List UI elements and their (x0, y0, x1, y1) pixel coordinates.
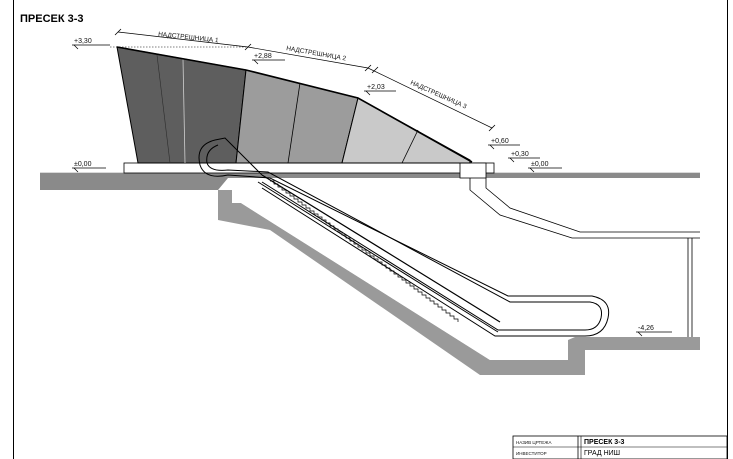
escalator-handrail-inner (206, 144, 602, 331)
level-marker-3-30: +3,30 (72, 38, 246, 50)
escalator-handrail-outer (198, 139, 610, 337)
canopy-2-label: НАДСТРЕШНИЦА 2 (286, 45, 347, 62)
dim-tick (244, 43, 252, 51)
title-block-label: ИНВЕСТИТОР (516, 451, 547, 456)
escalator-steps (270, 180, 459, 322)
svg-text:+2,88: +2,88 (254, 53, 272, 60)
canopy-end-block (459, 162, 487, 179)
stair-cavity (232, 190, 575, 360)
level-marker-2-03: +2,03 (364, 84, 396, 96)
canopy-base-slab (123, 162, 495, 174)
dim-tick (114, 28, 122, 36)
svg-text:+3,30: +3,30 (74, 38, 92, 45)
level-marker-ground-left: ±0,00 (72, 161, 106, 173)
svg-text:±0,00: ±0,00 (531, 161, 549, 168)
canopy-3-label: НАДСТРЕШНИЦА 3 (409, 79, 468, 110)
level-marker-0-60: +0,60 (488, 138, 520, 150)
pit-wall-lower (469, 178, 700, 239)
escalator-truss-bottom (257, 181, 499, 333)
svg-text:+0,30: +0,30 (511, 151, 529, 158)
title-block-value: ПРЕСЕК 3-3 (584, 439, 625, 446)
canopy-1-glass (116, 46, 247, 164)
ground-slab-right (486, 173, 700, 178)
escalator-handrail-cap (214, 137, 263, 176)
stair-structure (218, 190, 700, 375)
svg-text:+0,60: +0,60 (491, 138, 509, 145)
level-marker-2-88: +2,88 (252, 53, 285, 65)
section-title: ПРЕСЕК 3-3 (20, 13, 84, 25)
ground-slab-left (40, 173, 460, 190)
canopy-1-label: НАДСТРЕШНИЦА 1 (158, 31, 219, 44)
svg-text:-4,26: -4,26 (638, 325, 654, 332)
level-marker-minus-4-26: -4,26 (636, 325, 672, 337)
title-block: НАЗИВ ЦРТЕЖА ПРЕСЕК 3-3 ИНВЕСТИТОР ГРАД … (512, 435, 728, 459)
pit-wall-upper (485, 178, 700, 233)
dim-tick (371, 66, 379, 74)
svg-text:±0,00: ±0,00 (74, 161, 92, 168)
canopy-roof-edge (116, 46, 473, 163)
canopy-1-mullion (182, 58, 186, 164)
level-marker-0-30: +0,30 (508, 151, 540, 163)
svg-text:+2,03: +2,03 (367, 84, 385, 91)
escalator-truss-top (261, 174, 501, 323)
canopy-2-mullion (287, 82, 301, 164)
dim-tick (364, 64, 372, 72)
title-block-label: НАЗИВ ЦРТЕЖА (516, 440, 551, 445)
dim-tick (488, 124, 496, 132)
canopy-1-mullion (156, 54, 171, 164)
title-block-value: ГРАД НИШ (584, 450, 620, 457)
canopy-3-mullion (401, 129, 419, 164)
canopy-dimension-line (117, 31, 493, 129)
level-marker-ground-right: ±0,00 (528, 161, 562, 173)
canopy-2-glass (235, 69, 359, 164)
